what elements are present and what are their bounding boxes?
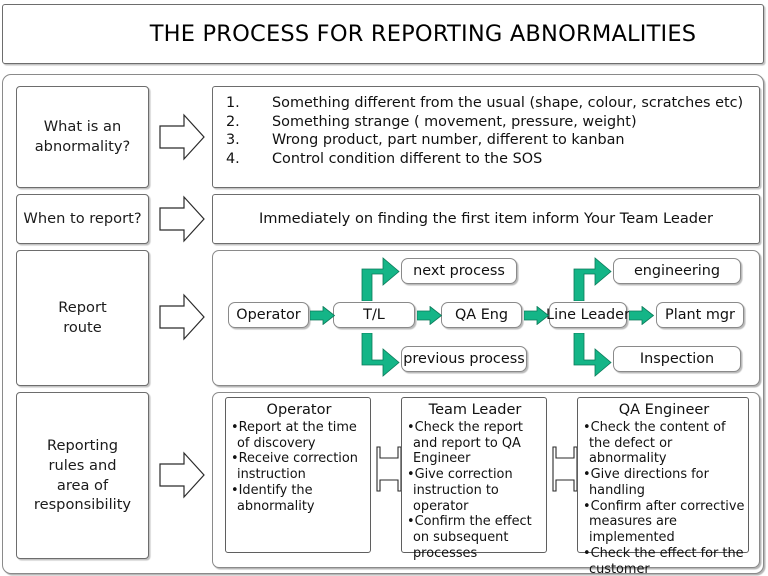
green-arrow-right-icon <box>310 306 335 325</box>
report-route-panel: Operator T/L QA Eng Line Leader Plant mg… <box>212 250 760 386</box>
green-arrow-right-icon <box>629 306 654 325</box>
row-label-reporting-rules: Reporting rules and area of responsibili… <box>16 392 149 559</box>
row4-label-line-3: area of <box>56 476 109 494</box>
green-arrow-right-icon <box>524 306 549 325</box>
flow-node-tl[interactable]: T/L <box>333 302 415 328</box>
row1-label-line-1: What is an <box>43 118 122 136</box>
bullet-item: •Give correction instruction to operator <box>407 467 513 514</box>
row2-label: When to report? <box>23 210 142 228</box>
block-arrow-right-icon <box>158 450 206 500</box>
list-item: 4. Control condition different to the SO… <box>226 150 754 169</box>
flow-node-label: T/L <box>363 307 385 323</box>
row4-label-line-1: Reporting <box>47 437 118 455</box>
green-elbow-arrow-down-right-icon <box>571 333 613 378</box>
row1-label-line-2: abnormality? <box>34 138 131 155</box>
flow-node-label: engineering <box>633 263 721 279</box>
list-item: 2. Something strange ( movement, pressur… <box>226 113 754 132</box>
green-elbow-arrow-down-right-icon <box>359 333 401 378</box>
row4-label-line-2: rules and <box>48 456 117 474</box>
responsibility-column-operator: Operator •Report at the time of discover… <box>225 397 371 553</box>
list-item-number: 3. <box>226 132 240 149</box>
list-item-text: Something strange ( movement, pressure, … <box>272 113 637 130</box>
bullet-item: •Confirm the effect on subsequent proces… <box>407 514 532 561</box>
bullet-item: •Receive correction instruction <box>231 451 358 483</box>
row-label-report-route: Report route <box>16 250 149 386</box>
row4-label-line-4: responsibility <box>33 496 132 514</box>
flow-node-label: next process <box>413 263 505 279</box>
green-arrow-right-icon <box>417 306 442 325</box>
row3-label-line-2: route <box>63 319 102 336</box>
bullet-item: •Check the effect for the customer <box>583 545 744 576</box>
flow-node-label: Plant mgr <box>665 307 735 323</box>
responsibility-column-qa-engineer: QA Engineer •Check the content of the de… <box>577 397 749 576</box>
flow-node-line-leader[interactable]: Line Leader <box>546 302 630 328</box>
flow-node-label: Inspection <box>639 351 715 367</box>
column-title: Team Leader <box>428 402 522 418</box>
flow-node-plant-mgr[interactable]: Plant mgr <box>656 302 744 328</box>
abnormality-definition-box <box>212 86 760 188</box>
flow-node-next-process[interactable]: next process <box>401 258 517 284</box>
block-arrow-right-icon <box>158 112 206 162</box>
column-title: QA Engineer <box>618 402 710 418</box>
bullet-item: •Give directions for handling <box>583 467 709 498</box>
list-item-text: Something different from the usual (shap… <box>272 95 744 111</box>
abnormality-numbered-list: 1. Something different from the usual (s… <box>212 86 760 188</box>
flow-node-label: Line Leader <box>546 307 630 323</box>
flow-node-label: Operator <box>236 307 301 323</box>
list-item: 3. Wrong product, part number, different… <box>226 131 754 150</box>
list-item-number: 1. <box>226 95 240 111</box>
when-to-report-box <box>212 194 760 244</box>
double-headed-arrow-icon <box>552 445 578 493</box>
bullet-item: •Check the content of the defect or abno… <box>583 420 726 467</box>
when-to-report-text: Immediately on finding the first item in… <box>258 209 714 227</box>
bullet-item: •Identify the abnormality <box>231 482 315 514</box>
list-item-number: 2. <box>226 113 240 130</box>
list-item-text: Control condition different to the SOS <box>272 151 543 168</box>
flow-node-label: previous process <box>403 351 525 367</box>
column-title: Operator <box>266 402 332 418</box>
list-item-number: 4. <box>226 151 240 168</box>
bullet-item: •Check the report and report to QA Engin… <box>407 420 523 467</box>
list-item: 1. Something different from the usual (s… <box>226 94 754 113</box>
flow-node-inspection[interactable]: Inspection <box>613 346 741 372</box>
title-bar: THE PROCESS FOR REPORTING ABNORMALITIES <box>2 4 764 64</box>
page-title: THE PROCESS FOR REPORTING ABNORMALITIES <box>149 21 697 47</box>
bullet-item: •Report at the time of discovery <box>231 420 357 451</box>
row-label-what-is-an-abnormality: What is an abnormality? <box>16 86 149 188</box>
bullet-item: •Confirm after corrective measures are i… <box>583 498 745 546</box>
responsibility-column-team-leader: Team Leader •Check the report and report… <box>401 397 547 561</box>
block-arrow-right-icon <box>158 194 206 244</box>
flow-node-qa-eng[interactable]: QA Eng <box>441 302 522 328</box>
block-arrow-right-icon <box>158 292 206 342</box>
flow-node-engineering[interactable]: engineering <box>613 258 741 284</box>
green-elbow-arrow-up-right-icon <box>571 256 613 301</box>
flow-node-operator[interactable]: Operator <box>228 302 309 328</box>
row-label-when-to-report: When to report? <box>16 194 149 244</box>
flow-node-previous-process[interactable]: previous process <box>401 346 527 372</box>
flow-node-label: QA Eng <box>454 307 509 323</box>
green-elbow-arrow-up-right-icon <box>359 256 401 301</box>
row3-label-line-1: Report <box>58 299 107 317</box>
list-item-text: Wrong product, part number, different to… <box>272 132 625 149</box>
responsibility-panel: Operator •Report at the time of discover… <box>212 392 760 576</box>
double-headed-arrow-icon <box>376 445 402 493</box>
